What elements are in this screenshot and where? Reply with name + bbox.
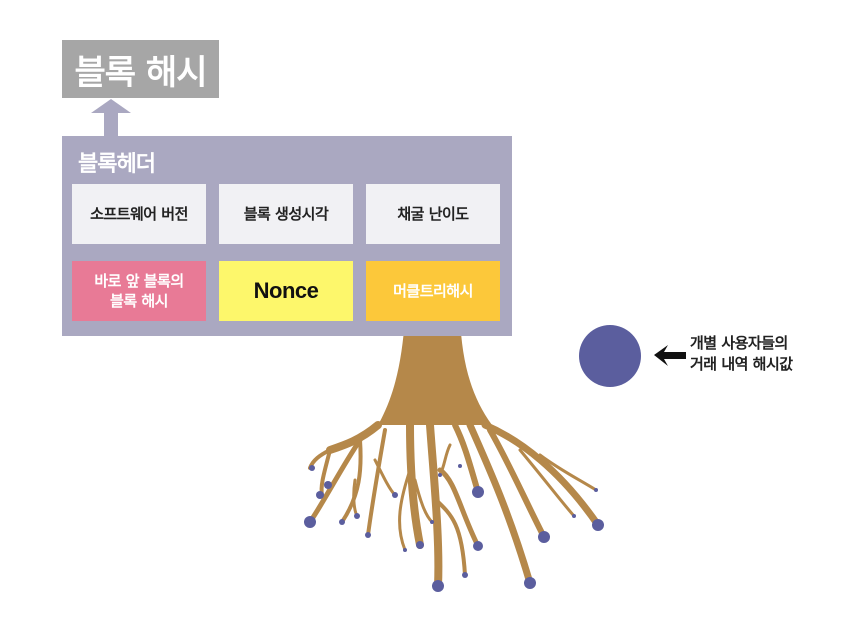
merkle-root-cell: 머클트리해시: [366, 261, 500, 321]
legend-line2: 거래 내역 해시값: [690, 355, 793, 373]
block-hash-label: 블록 해시: [62, 40, 219, 98]
up-arrow-icon: [91, 99, 131, 136]
merkle-tree-roots: [307, 318, 602, 590]
legend-text: 개별 사용자들의 거래 내역 해시값: [690, 333, 830, 375]
legend-line1: 개별 사용자들의: [690, 334, 788, 352]
left-arrow-icon: [654, 345, 686, 366]
software-version-cell: 소프트웨어 버전: [72, 184, 206, 244]
block-header-title: 블록헤더: [78, 152, 156, 177]
difficulty-cell: 채굴 난이도: [366, 184, 500, 244]
prev-block-hash-line2: 블록 해시: [110, 292, 168, 310]
timestamp-cell: 블록 생성시각: [219, 184, 353, 244]
transaction-dots: [304, 464, 604, 592]
nonce-cell: Nonce: [219, 261, 353, 321]
prev-block-hash-cell: 바로 앞 블록의 블록 해시: [72, 261, 206, 321]
legend-dot: [579, 325, 641, 387]
prev-block-hash-line1: 바로 앞 블록의: [94, 272, 184, 290]
